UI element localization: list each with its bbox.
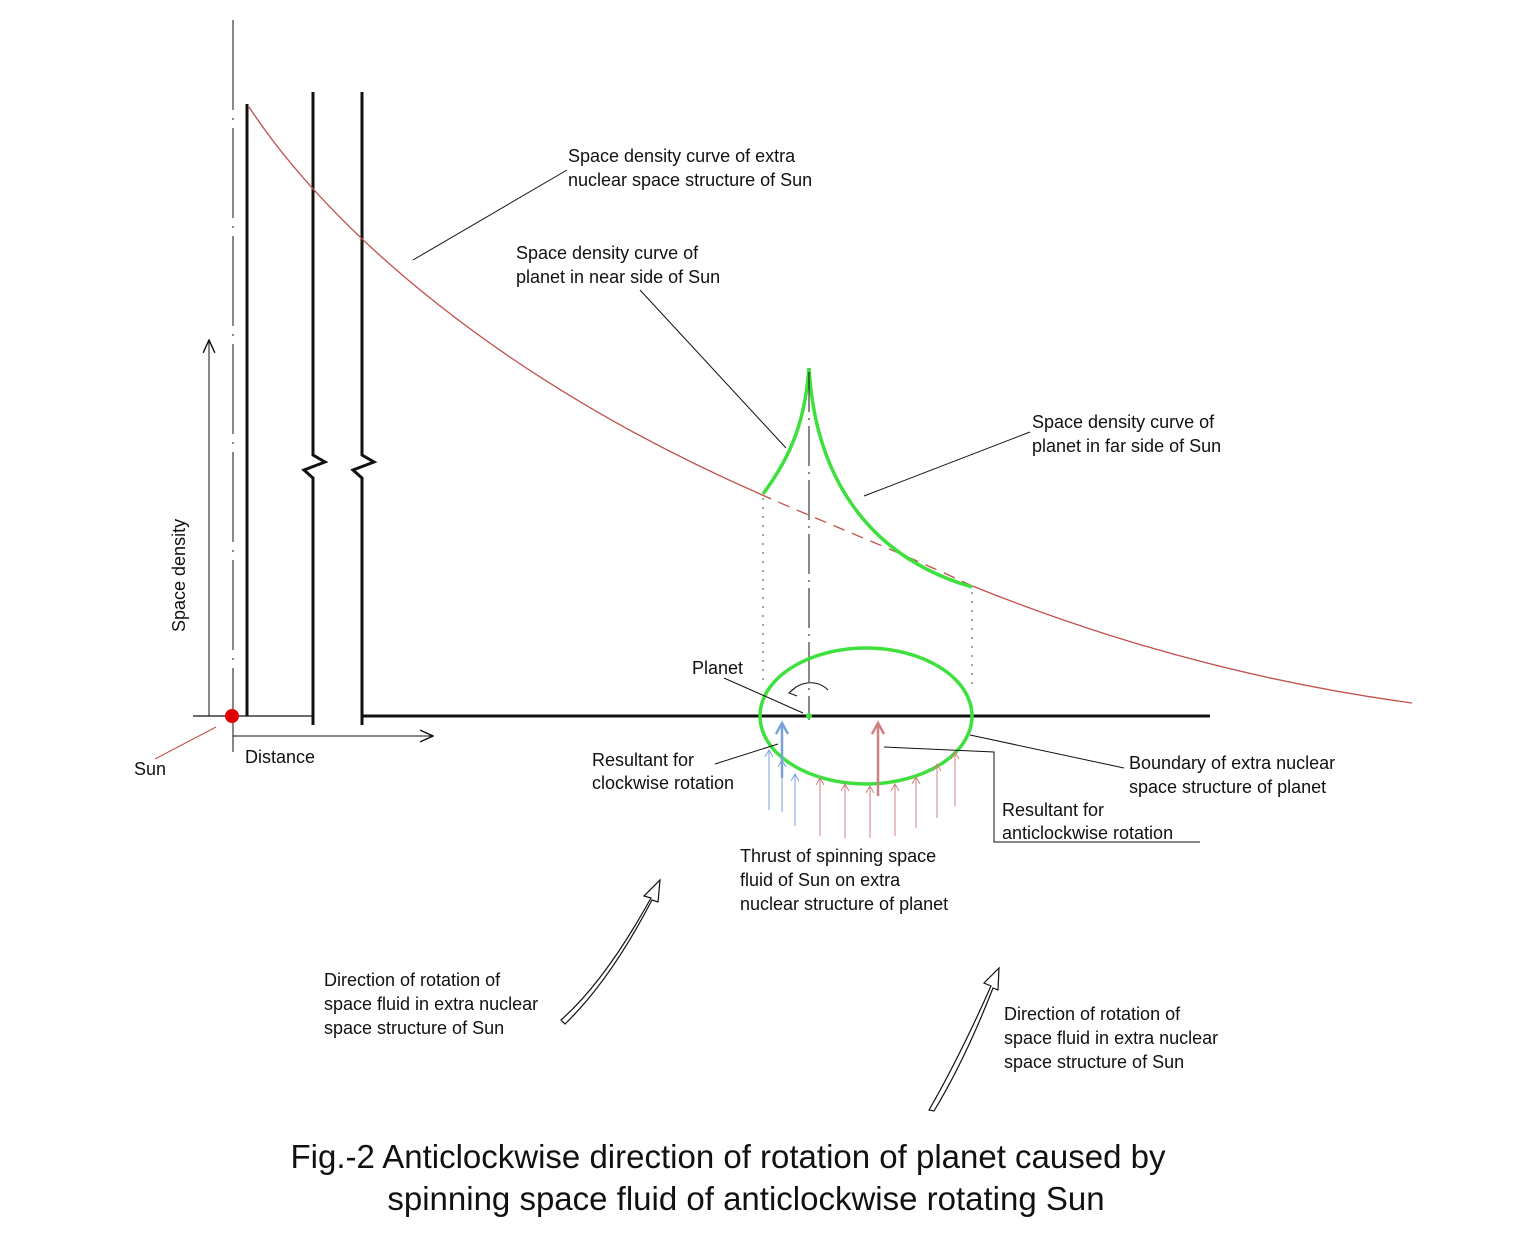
direction-right-label-line3: space structure of Sun xyxy=(1004,1052,1184,1072)
leader-resultant-cw xyxy=(714,743,779,765)
boundary-label-line1: Boundary of extra nuclear xyxy=(1129,753,1335,773)
sun-density-curve-far xyxy=(969,584,1413,704)
leader-planet xyxy=(723,677,804,714)
sun-density-curve-dashed xyxy=(759,493,971,586)
resultant-cw-label-line2: clockwise rotation xyxy=(592,773,734,793)
planet-label: Planet xyxy=(692,658,743,678)
far-curve-label-line1: Space density curve of xyxy=(1032,412,1215,432)
near-side-density-curve xyxy=(761,367,811,496)
planet-center-dot xyxy=(806,713,812,719)
leader-near-curve xyxy=(639,289,787,449)
thrust-label-line2: fluid of Sun on extra xyxy=(740,870,901,890)
sun-curve-label-line1: Space density curve of extra xyxy=(568,146,796,166)
leader-sun xyxy=(154,726,217,760)
vertical-bar-2-break xyxy=(301,92,329,725)
leader-far-curve xyxy=(863,431,1031,497)
leader-boundary xyxy=(969,734,1125,769)
direction-right-label-line2: space fluid in extra nuclear xyxy=(1004,1028,1218,1048)
boundary-label-line2: space structure of planet xyxy=(1129,777,1326,797)
resultant-cw-label-line1: Resultant for xyxy=(592,750,694,770)
y-axis-label: Space density xyxy=(169,519,189,632)
hollow-arrow-left xyxy=(560,878,661,1025)
direction-right-label-line1: Direction of rotation of xyxy=(1004,1004,1181,1024)
direction-left-label-line2: space fluid in extra nuclear xyxy=(324,994,538,1014)
resultant-acw-label-line1: Resultant for xyxy=(1002,800,1104,820)
thrust-label-line1: Thrust of spinning space xyxy=(740,846,936,866)
resultant-clockwise-arrowhead-icon xyxy=(774,720,790,735)
near-curve-label-line2: planet in near side of Sun xyxy=(516,267,720,287)
planet-boundary-ellipse xyxy=(758,646,974,786)
rotation-arrowhead-icon xyxy=(788,686,798,697)
sun-density-curve xyxy=(248,106,761,495)
leader-sun-curve xyxy=(412,169,568,261)
thrust-label-line3: nuclear structure of planet xyxy=(740,894,948,914)
figure-caption-line2: spinning space fluid of anticlockwise ro… xyxy=(387,1180,1104,1217)
resultant-acw-label-line2: anticlockwise rotation xyxy=(1002,823,1173,843)
far-side-density-curve xyxy=(807,367,973,589)
figure-caption-line1: Fig.-2 Anticlockwise direction of rotati… xyxy=(291,1138,1166,1175)
near-curve-label-line1: Space density curve of xyxy=(516,243,699,263)
x-axis-label: Distance xyxy=(245,747,315,767)
far-curve-label-line2: planet in far side of Sun xyxy=(1032,436,1221,456)
sun-label: Sun xyxy=(134,759,166,779)
leader-resultant-acw xyxy=(883,746,1200,843)
direction-left-label-line3: space structure of Sun xyxy=(324,1018,504,1038)
vertical-bar-3-break xyxy=(350,92,378,725)
direction-left-label-line1: Direction of rotation of xyxy=(324,970,501,990)
sun-dot xyxy=(225,709,239,723)
red-thrust-arrows xyxy=(815,750,960,838)
hollow-arrow-right xyxy=(928,966,1000,1112)
sun-curve-label-line2: nuclear space structure of Sun xyxy=(568,170,812,190)
resultant-anticlockwise-arrowhead-icon xyxy=(870,720,886,735)
